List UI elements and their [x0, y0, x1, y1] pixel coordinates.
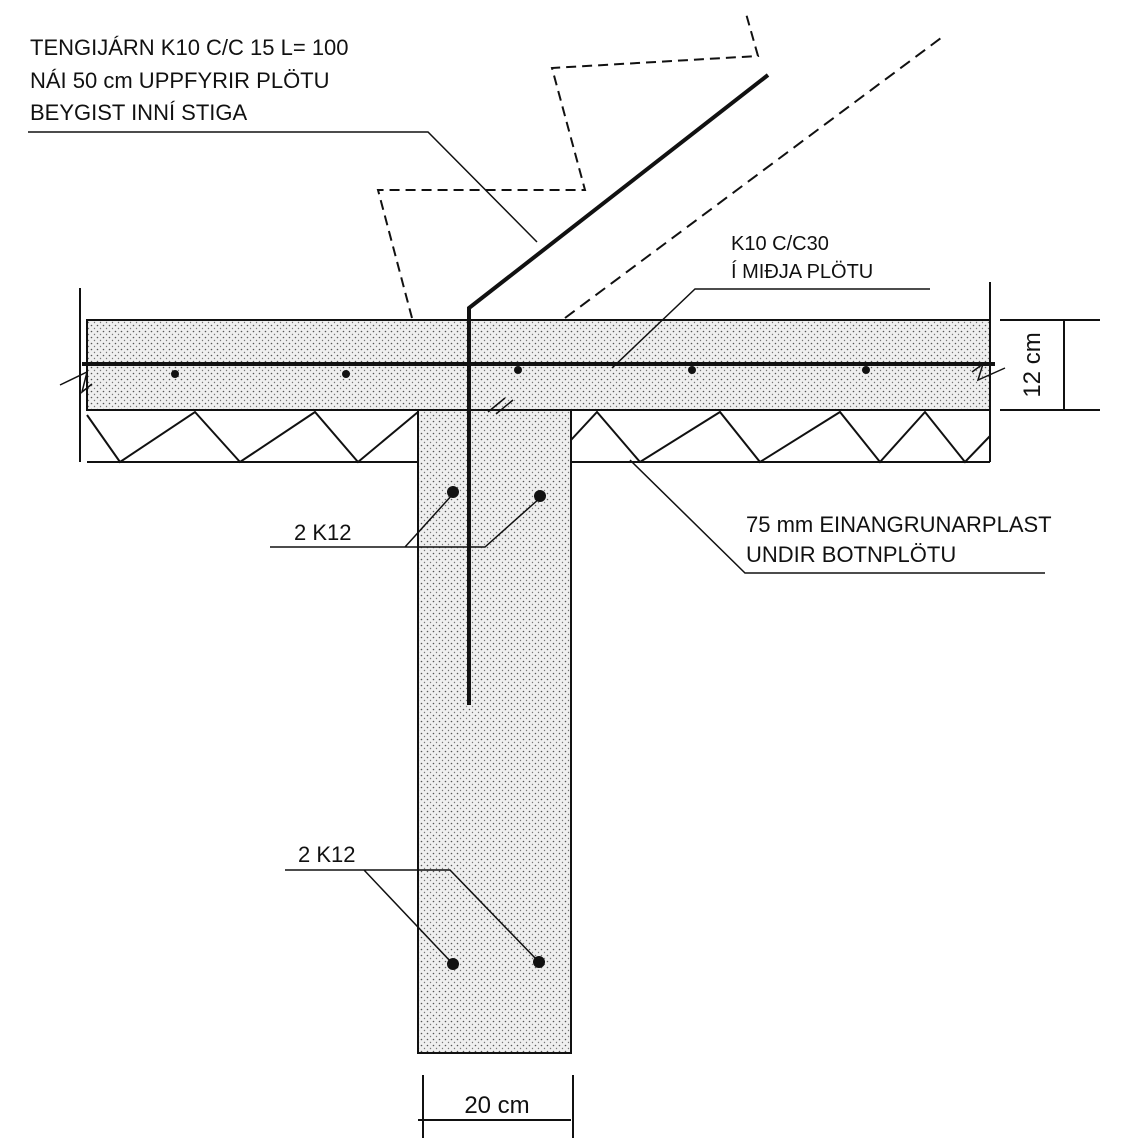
bar-break-marks — [487, 397, 514, 415]
top-note-leader — [28, 131, 538, 243]
top-note-line-3: BEYGIST INNÍ STIGA — [30, 100, 248, 125]
wall-section — [417, 409, 572, 1054]
slab-rebar-dots — [171, 366, 870, 378]
insulation-left — [86, 410, 419, 464]
slab-bar-label-line-2: Í MIÐJA PLÖTU — [731, 260, 873, 283]
slab-bar-label-line-1: K10 C/C30 — [731, 233, 829, 255]
slab-bar-leader — [611, 288, 930, 369]
lower-bars-leader — [285, 869, 538, 963]
lower-bars-label: 2 K12 — [298, 842, 356, 867]
stair-outline-dashed — [376, 9, 760, 319]
wall-bars-upper — [447, 486, 546, 502]
right-break-symbol — [971, 362, 1006, 382]
left-break-symbol — [59, 370, 93, 394]
starter-bar — [467, 73, 770, 705]
upper-bars-leader — [270, 493, 541, 548]
upper-bars-label: 2 K12 — [294, 520, 352, 545]
insulation-label-line-2: UNDIR BOTNPLÖTU — [746, 542, 956, 567]
wall-width-dimension — [418, 1075, 574, 1138]
wall-width-label: 20 cm — [464, 1092, 529, 1119]
slab-thickness-label: 12 cm — [1019, 332, 1046, 397]
top-note-line-1: TENGIJÁRN K10 C/C 15 L= 100 — [30, 35, 349, 60]
stair-underside-dashed — [564, 34, 946, 319]
insulation-label-line-1: 75 mm EINANGRUNARPLAST — [746, 512, 1052, 537]
insulation-right — [570, 410, 991, 464]
slab-thickness-dimension — [1000, 319, 1100, 411]
top-note-line-2: NÁI 50 cm UPPFYRIR PLÖTU — [30, 68, 330, 93]
insulation-leader — [629, 459, 1045, 574]
